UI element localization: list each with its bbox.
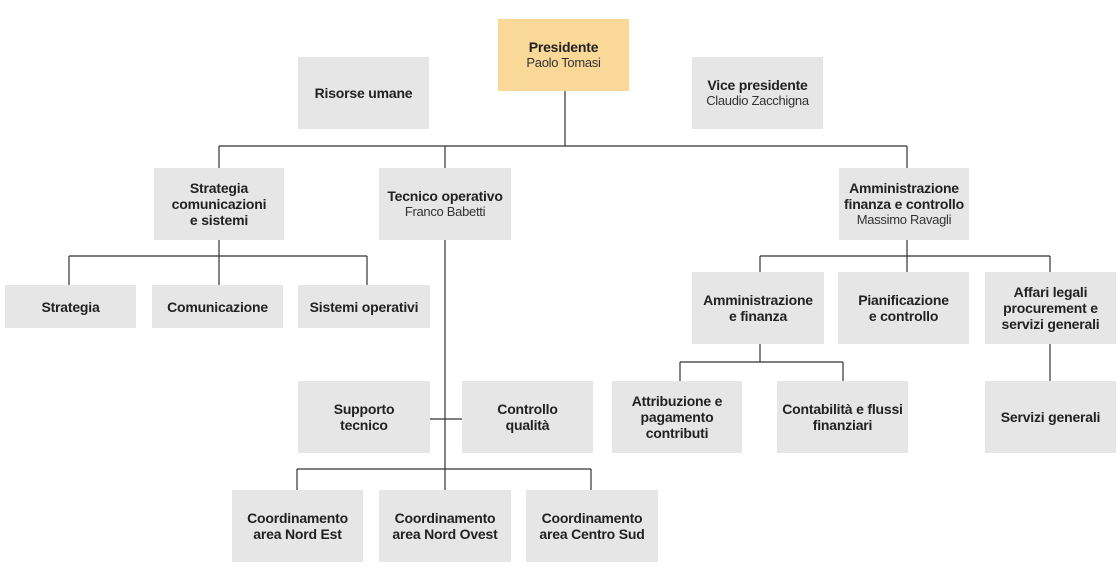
node-person: Massimo Ravagli — [856, 212, 952, 227]
node-affari-legali: Affari legali procurement e servizi gene… — [985, 272, 1116, 344]
node-title: Servizi generali — [1000, 409, 1101, 425]
node-title: Controllo qualità — [497, 401, 558, 433]
node-comunicazione: Comunicazione — [152, 285, 283, 328]
node-tecnico-operativo: Tecnico operativo Franco Babetti — [379, 168, 511, 240]
node-sistemi-operativi: Sistemi operativi — [298, 285, 430, 328]
node-title: Coordinamento area Nord Ovest — [392, 510, 498, 542]
node-title: Contabilità e flussi finanziari — [782, 401, 903, 433]
node-person: Paolo Tomasi — [526, 55, 601, 70]
node-person: Franco Babetti — [404, 204, 486, 219]
node-title: Comunicazione — [167, 298, 268, 315]
node-title: Strategia — [41, 298, 100, 315]
node-coord-nord-ovest: Coordinamento area Nord Ovest — [379, 490, 511, 562]
node-supporto-tecnico: Supporto tecnico — [298, 381, 430, 453]
node-pianificazione-e-controllo: Pianificazione e controllo — [838, 272, 969, 344]
node-title: Presidente — [528, 39, 599, 55]
node-vice-presidente: Vice presidente Claudio Zacchigna — [692, 57, 823, 129]
node-amministrazione-e-finanza: Amministrazione e finanza — [692, 272, 824, 344]
node-title: Sistemi operativi — [309, 298, 419, 315]
node-title: Pianificazione e controllo — [858, 292, 949, 324]
node-title: Strategia comunicazioni e sistemi — [171, 180, 267, 228]
node-strategia-comunicazioni-sistemi: Strategia comunicazioni e sistemi — [154, 168, 284, 240]
node-risorse-umane: Risorse umane — [298, 57, 429, 129]
node-person: Claudio Zacchigna — [706, 93, 809, 108]
node-coord-centro-sud: Coordinamento area Centro Sud — [526, 490, 658, 562]
node-attribuzione-pagamento: Attribuzione e pagamento contributi — [612, 381, 742, 453]
node-title: Vice presidente — [707, 77, 808, 93]
node-title: Risorse umane — [314, 85, 413, 101]
node-coord-nord-est: Coordinamento area Nord Est — [232, 490, 363, 562]
node-presidente: Presidente Paolo Tomasi — [498, 19, 629, 91]
node-title: Amministrazione e finanza — [703, 292, 813, 324]
node-title: Supporto tecnico — [333, 401, 395, 433]
node-strategia: Strategia — [5, 285, 136, 328]
node-title: Attribuzione e pagamento contributi — [631, 393, 723, 441]
node-title: Affari legali procurement e servizi gene… — [1001, 284, 1100, 332]
node-title: Amministrazione finanza e controllo — [844, 180, 964, 212]
node-title: Tecnico operativo — [387, 188, 503, 204]
node-servizi-generali: Servizi generali — [985, 381, 1116, 453]
node-amministrazione-finanza-controllo: Amministrazione finanza e controllo Mass… — [839, 168, 969, 240]
node-title: Coordinamento area Centro Sud — [539, 510, 645, 542]
node-controllo-qualita: Controllo qualità — [462, 381, 593, 453]
node-title: Coordinamento area Nord Est — [247, 510, 348, 542]
node-contabilita-flussi: Contabilità e flussi finanziari — [777, 381, 908, 453]
